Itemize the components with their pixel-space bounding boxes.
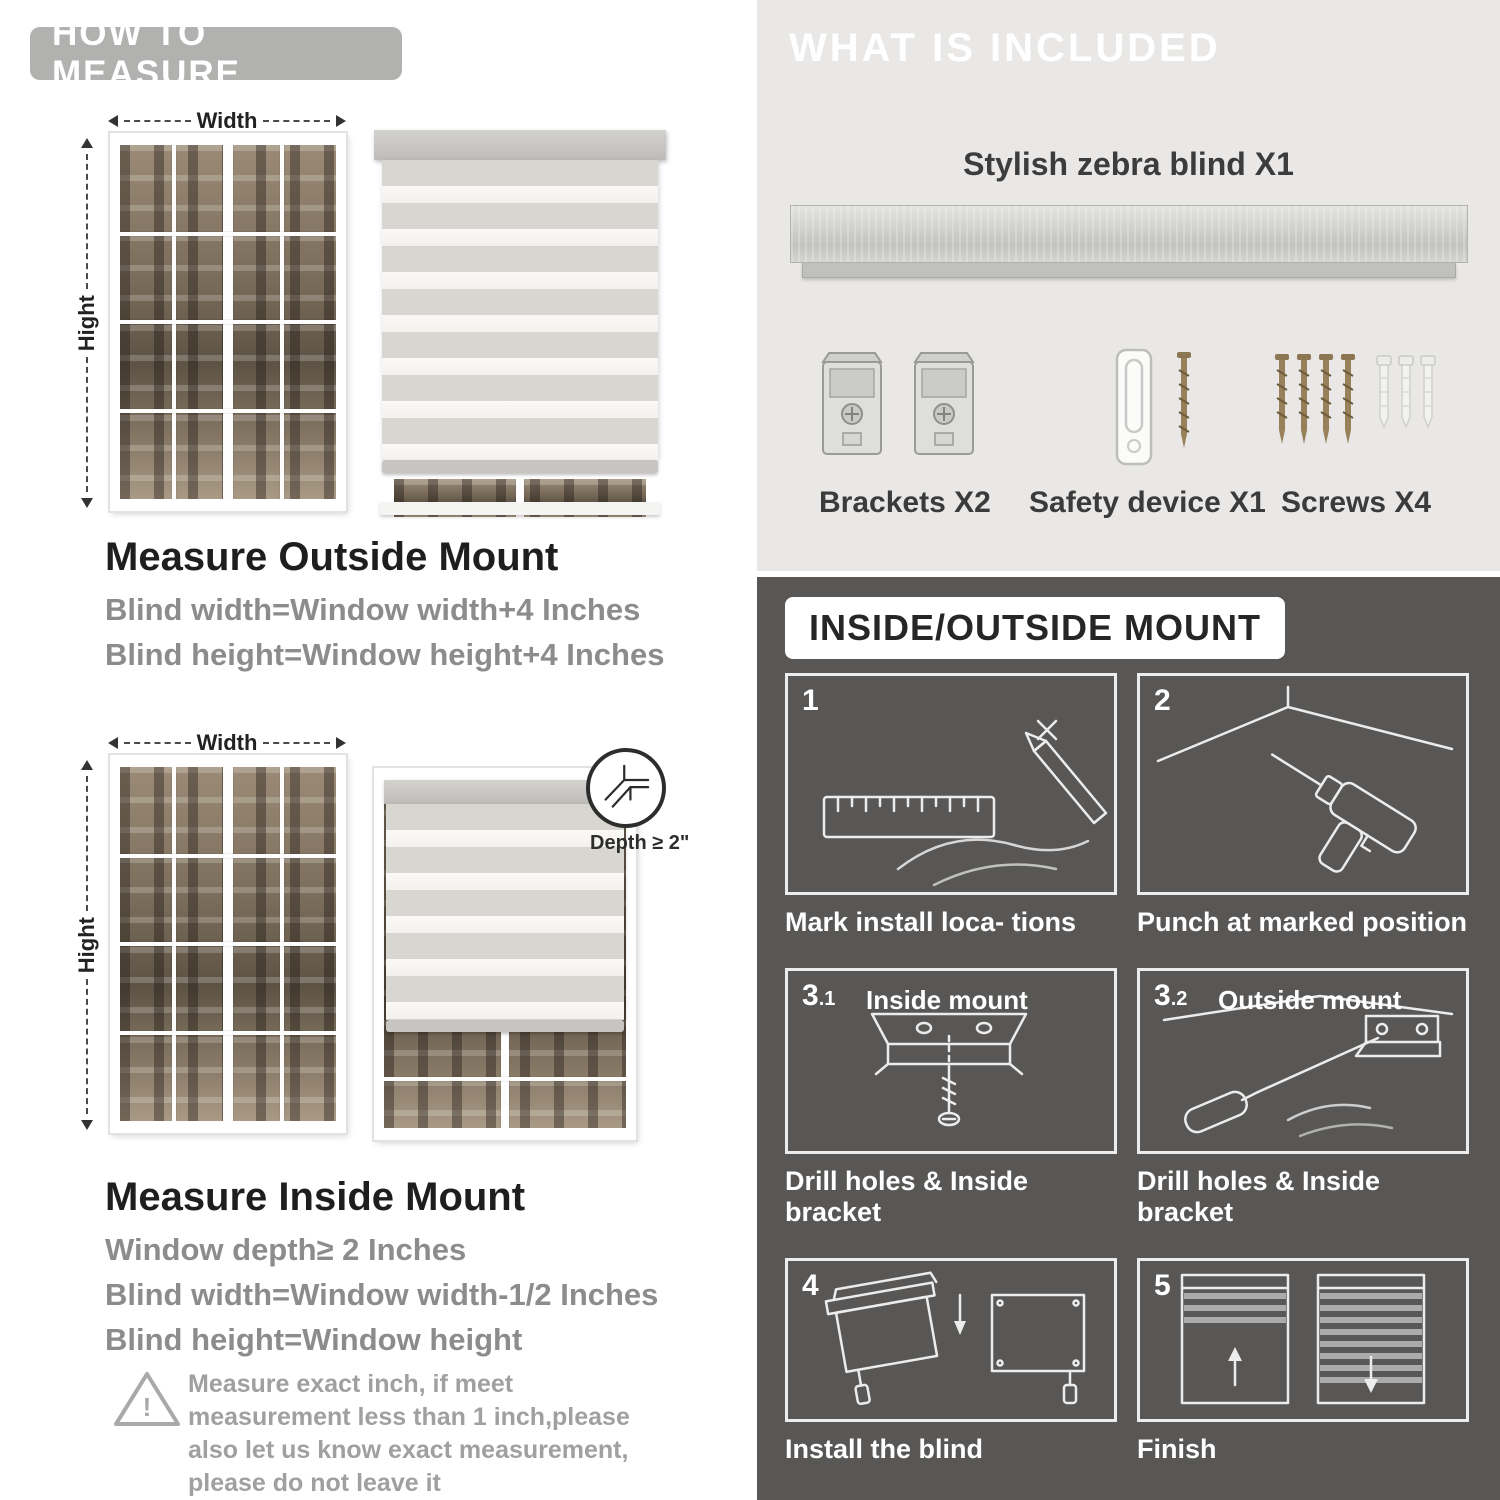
step-caption: Install the blind xyxy=(785,1434,984,1464)
safety-device-label: Safety device X1 xyxy=(1029,486,1266,519)
what-is-included-title: WHAT IS INCLUDED xyxy=(789,26,1221,70)
step-4: 4 xyxy=(785,1258,1117,1465)
arrow-down-icon xyxy=(81,1120,93,1131)
outside-bracket-illustration xyxy=(1162,994,1454,1138)
depth-callout-circle xyxy=(586,748,666,828)
height-arrow-outside: Hight xyxy=(74,138,100,509)
inside-width-formula: Blind width=Window width-1/2 Inches xyxy=(105,1277,659,1312)
screw-icon xyxy=(1177,352,1191,448)
arrow-left-icon xyxy=(108,115,118,127)
zebra-blind-illustration-outside xyxy=(374,130,666,517)
window-glass xyxy=(120,767,336,1121)
warning-text: Measure exact inch, if meet measurement … xyxy=(188,1370,630,1497)
blind-cassette xyxy=(374,130,666,160)
step-caption: Mark install loca- tions xyxy=(785,907,1077,937)
wall-anchor-icon xyxy=(1376,355,1392,430)
wall-anchor-icon xyxy=(1420,355,1436,430)
screw-icon xyxy=(1319,354,1333,444)
blind-bottom-rail xyxy=(382,460,658,473)
zebra-blind-headrail-illustration xyxy=(790,205,1468,278)
step-caption: Drill holes & Inside bracket xyxy=(1137,1166,1381,1227)
arrow-right-icon xyxy=(336,737,347,749)
step-caption: Drill holes & Inside bracket xyxy=(785,1166,1029,1227)
step-caption: Punch at marked position xyxy=(1137,907,1468,937)
what-is-included-section: WHAT IS INCLUDED Stylish zebra blind X1 xyxy=(757,0,1500,571)
step-caption: Finish xyxy=(1137,1434,1217,1464)
inside-height-formula: Blind height=Window height xyxy=(105,1322,523,1357)
screw-icon xyxy=(1341,354,1355,444)
arrow-up-icon xyxy=(81,760,93,770)
how-to-measure-title: HOW TO MEASURE xyxy=(52,13,242,93)
step-1: 1 Mark install loca xyxy=(785,673,1117,938)
window-illustration-inside xyxy=(110,755,346,1133)
mount-header-badge: INSIDE/OUTSIDE MOUNT xyxy=(785,597,1286,659)
inside-mount-heading: Measure Inside Mount xyxy=(105,1175,526,1219)
height-label: Hight xyxy=(74,916,99,974)
window-glass xyxy=(120,145,336,499)
blind-bottom-rail xyxy=(386,1020,624,1032)
window-sill xyxy=(380,502,660,515)
warning-mark: ! xyxy=(142,1392,152,1422)
window-illustration-outside xyxy=(110,133,346,511)
inside-bracket-illustration xyxy=(870,1012,1028,1127)
screws-icon xyxy=(1275,354,1436,444)
zebra-blind-illustration-inside xyxy=(374,768,636,1140)
depth-label: Depth ≥ 2" xyxy=(590,832,690,854)
arrow-left-icon xyxy=(108,737,118,749)
finish-illustration xyxy=(1180,1273,1426,1405)
step-5: 5 xyxy=(1137,1258,1469,1465)
width-label: Width xyxy=(196,730,258,755)
outside-height-formula: Blind height=Window height+4 Inches xyxy=(105,637,665,672)
mount-steps-grid: 1 Mark install loca xyxy=(785,673,1473,1465)
mount-instructions-section: INSIDE/OUTSIDE MOUNT 1 xyxy=(757,577,1500,1500)
outside-mount-heading: Measure Outside Mount xyxy=(105,535,559,579)
arrow-up-icon xyxy=(81,138,93,148)
screw-icon xyxy=(1275,354,1289,444)
width-arrow-outside: Width xyxy=(108,108,347,134)
step-3-1: 3.1 Inside mount xyxy=(785,968,1117,1228)
warning-triangle-icon: ! xyxy=(112,1368,182,1432)
arrow-down-icon xyxy=(81,498,93,509)
zebra-blind-label: Stylish zebra blind X1 xyxy=(963,146,1294,182)
screw-icon xyxy=(1297,354,1311,444)
arrow-right-icon xyxy=(336,115,347,127)
outside-width-formula: Blind width=Window width+4 Inches xyxy=(105,592,641,627)
mark-locations-illustration xyxy=(822,719,1108,887)
drill-illustration xyxy=(1156,685,1454,873)
step-3-2: 3.2 Outside mount xyxy=(1137,968,1469,1228)
mount-title: INSIDE/OUTSIDE MOUNT xyxy=(809,607,1262,648)
safety-device-icon xyxy=(1115,348,1191,466)
height-arrow-inside: Hight xyxy=(74,760,100,1131)
install-blind-illustration xyxy=(824,1271,1086,1406)
blind-fabric xyxy=(382,160,658,460)
bracket-icon xyxy=(913,352,975,455)
blind-fabric xyxy=(386,804,624,1020)
how-to-measure-header: HOW TO MEASURE xyxy=(30,14,402,93)
brackets-label: Brackets X2 xyxy=(819,486,991,519)
screws-label: Screws X4 xyxy=(1281,486,1432,519)
wall-anchor-icon xyxy=(1398,355,1414,430)
width-label: Width xyxy=(196,108,258,133)
window-corner-icon xyxy=(604,764,650,808)
step-2: 2 xyxy=(1137,673,1469,938)
height-label: Hight xyxy=(74,294,99,352)
width-arrow-inside: Width xyxy=(108,730,347,756)
blind-cassette xyxy=(384,780,626,804)
inside-depth-formula: Window depth≥ 2 Inches xyxy=(105,1232,467,1267)
bracket-icon xyxy=(821,352,883,455)
